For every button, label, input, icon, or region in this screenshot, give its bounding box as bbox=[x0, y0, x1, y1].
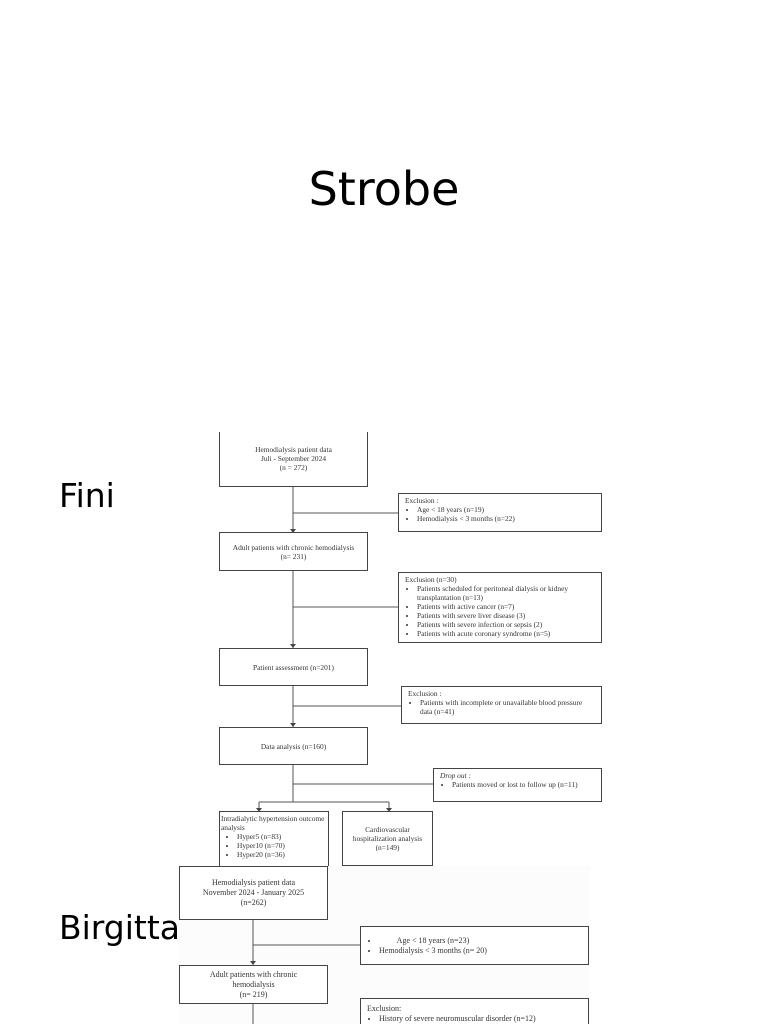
list-item: History of severe neuromuscular disorder… bbox=[379, 1014, 582, 1024]
list-item: Age < 18 years (n=19) bbox=[417, 505, 595, 514]
list-item: Hyper20 (n=36) bbox=[237, 850, 327, 859]
text: (n=262) bbox=[240, 898, 267, 907]
text: (n= 231) bbox=[280, 551, 307, 561]
text: Exclusion : bbox=[405, 496, 439, 505]
text: Cardiovascular bbox=[365, 825, 410, 834]
text: (n=149) bbox=[375, 843, 400, 852]
text: (n= 219) bbox=[239, 989, 268, 999]
box-assessment: Patient assessment (n=201) bbox=[219, 648, 368, 686]
box-exclusion-1: Age < 18 years (n=23)Hemodialysis < 3 mo… bbox=[360, 926, 589, 965]
text: Data analysis (n=160) bbox=[260, 741, 327, 751]
list-item: Patients with active cancer (n=7) bbox=[417, 602, 595, 611]
box-exclusion-2: Exclusion: History of severe neuromuscul… bbox=[360, 998, 589, 1024]
box-analysis: Data analysis (n=160) bbox=[219, 727, 368, 765]
box-dropout: Drop out : Patients moved or lost to fol… bbox=[433, 768, 602, 802]
text: Patient assessment (n=201) bbox=[253, 662, 334, 672]
text: Juli - September 2024 bbox=[260, 454, 327, 463]
text: hospitalization analysis bbox=[352, 834, 423, 843]
list-item: Patients with severe liver disease (3) bbox=[417, 611, 595, 620]
list-item: Patients with incomplete or unavailable … bbox=[420, 698, 595, 716]
box-idh-analysis: Intradialytic hypertension outcome analy… bbox=[219, 811, 329, 866]
slide-title: Strobe bbox=[308, 162, 460, 216]
text: Adult patients with chronic hemodialysis bbox=[232, 542, 355, 552]
box-exclusion-1: Exclusion : Age < 18 years (n=19)Hemodia… bbox=[398, 493, 602, 532]
text: Hemodialysis patient data bbox=[255, 445, 332, 454]
list-item: Patients with severe infection or sepsis… bbox=[417, 620, 595, 629]
list-item: Patients moved or lost to follow up (n=1… bbox=[452, 780, 595, 789]
list-item: Patients with acute coronary syndrome (n… bbox=[417, 629, 595, 638]
text: Exclusion: bbox=[367, 1004, 402, 1013]
list-item: Hyper10 (n=70) bbox=[237, 841, 327, 850]
list-item: Age < 18 years (n=23) bbox=[379, 936, 487, 946]
box-exclusion-3: Exclusion : Patients with incomplete or … bbox=[401, 686, 602, 724]
label-birgitta: Birgitta bbox=[59, 908, 181, 947]
text: Exclusion (n=30) bbox=[405, 575, 457, 584]
text: Drop out : bbox=[440, 771, 471, 780]
box-exclusion-2: Exclusion (n=30) Patients scheduled for … bbox=[398, 572, 602, 643]
box-adult: Adult patients with chronic hemodialysis… bbox=[219, 532, 368, 571]
text: (n = 272) bbox=[279, 463, 308, 472]
text: hemodialysis bbox=[232, 979, 275, 989]
list-item: Hyper5 (n=83) bbox=[237, 832, 327, 841]
text: November 2024 - January 2025 bbox=[202, 888, 305, 897]
text: Adult patients with chronic bbox=[209, 969, 298, 979]
text: Exclusion : bbox=[408, 689, 442, 698]
text: Intradialytic hypertension outcome analy… bbox=[221, 814, 325, 832]
text: Hemodialysis patient data bbox=[211, 878, 296, 887]
label-fini: Fini bbox=[59, 476, 115, 515]
list-item: Hemodialysis < 3 months (n=22) bbox=[417, 514, 595, 523]
list-item: Hemodialysis < 3 months (n= 20) bbox=[379, 946, 487, 956]
list-item: Patients scheduled for peritoneal dialys… bbox=[417, 584, 595, 602]
